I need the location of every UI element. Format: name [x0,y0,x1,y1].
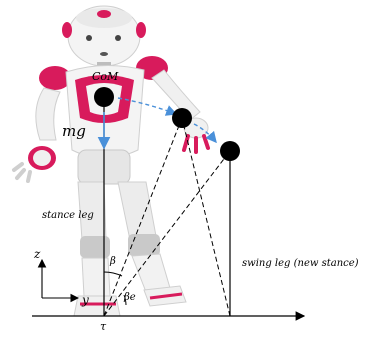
dashed-leg-line-3 [181,117,231,317]
robot-legs [73,181,187,317]
com-label: CoM [92,70,119,83]
robot-head [62,5,146,70]
robot-illustration [12,5,210,317]
y-axis-label: y [81,293,89,307]
mass-point-mid [172,108,192,128]
stance-leg-label: stance leg [42,210,94,221]
com-mass-point [94,87,114,107]
com-trajectory-arrow [117,97,178,116]
dashed-leg-line-1 [103,117,183,317]
mass-point-new-stance [220,141,240,161]
tau-label: τ [100,320,107,333]
mg-label: mg [62,122,86,140]
beta-angle-arc [103,271,123,277]
beta-e-label: βe [123,292,136,303]
beta-label: β [109,256,116,267]
com-trajectory-arrow-2 [193,123,217,144]
z-axis-label: z [33,247,41,261]
robot-left-arm [12,87,61,183]
swing-leg-label: swing leg (new stance) [242,258,359,269]
inverted-pendulum-model [94,87,240,317]
beta-e-angle-arc [123,294,127,306]
coordinate-frame: z y [33,247,89,307]
dashed-leg-line-2 [103,150,231,317]
